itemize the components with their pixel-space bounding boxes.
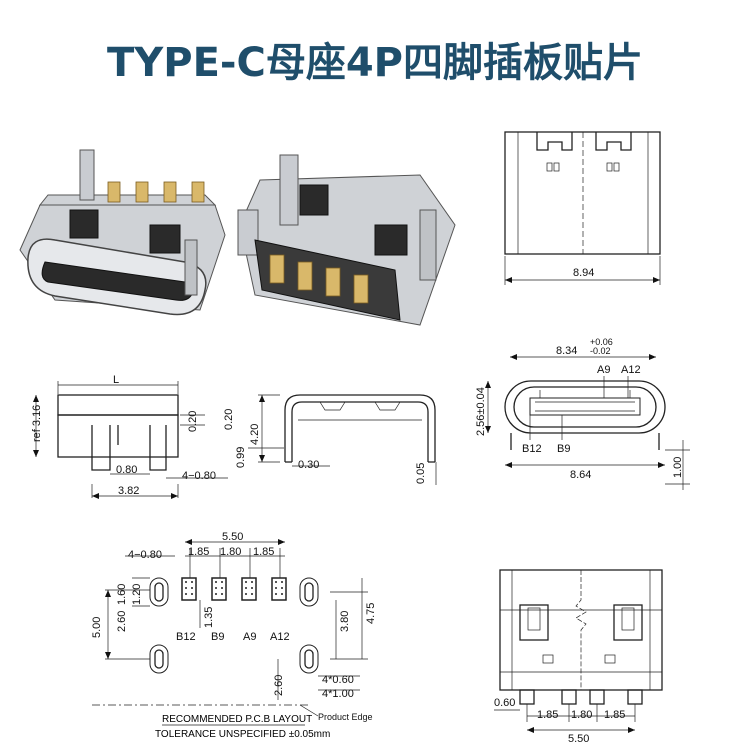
pcb-dim-5-00: 5.00	[91, 617, 103, 638]
pcb-dim-2-60b: 2.60	[273, 675, 285, 696]
pcb-dim-4-75: 4.75	[365, 603, 377, 624]
label-a9: A9	[597, 364, 610, 376]
side-view-drawing: L ref 3.16 0.20 0.80 4−0.80 3.82	[31, 374, 228, 499]
pcb-dim-4x0-80: 4−0.80	[128, 549, 162, 561]
dim-8-94: 8.94	[573, 267, 594, 279]
dim-4x0-80: 4−0.80	[182, 470, 216, 482]
top-view-drawing: 8.94	[504, 131, 661, 285]
pcb-dim-5-50: 5.50	[222, 531, 243, 543]
bottom-dim-5-50: 5.50	[568, 733, 589, 745]
pcb-label-b9: B9	[211, 631, 224, 643]
pcb-dim-1-35: 1.35	[203, 607, 215, 628]
pcb-layout-drawing: 5.50 4−0.80 1.85 1.80 1.85 B12 B9 A9 A12	[91, 531, 377, 740]
dim-0-30: 0.30	[298, 459, 319, 471]
dim-side-0-20: 0.20	[187, 411, 199, 432]
page-title: TYPE-C母座4P四脚插板贴片	[107, 40, 643, 86]
dim-tol-minus: -0.02	[590, 346, 611, 356]
dim-ref-3-16: ref 3.16	[31, 405, 43, 442]
pcb-dim-1-80: 1.80	[220, 546, 241, 558]
product-photo-angled	[237, 154, 456, 326]
product-edge-label: Product Edge	[318, 712, 373, 722]
dim-tol-plus: +0.06	[590, 337, 613, 347]
pcb-dim-3-80: 3.80	[339, 611, 351, 632]
pcb-label-b12: B12	[176, 631, 196, 643]
pcb-dim-1-85b: 1.85	[253, 546, 274, 558]
dim-3-82: 3.82	[118, 485, 139, 497]
pcb-label-a9: A9	[243, 631, 256, 643]
dim-8-34: 8.34	[556, 345, 577, 357]
bottom-dim-1-85b: 1.85	[604, 709, 625, 721]
pcb-dim-1-20: 1.20	[131, 584, 143, 605]
bottom-view-drawing: 0.60 1.85 1.80 1.85 5.50	[494, 569, 663, 745]
pcb-label-a12: A12	[270, 631, 290, 643]
caption-tolerance: TOLERANCE UNSPECIFIED ±0.05mm	[155, 729, 330, 740]
dim-l: L	[113, 374, 119, 386]
bottom-dim-1-85a: 1.85	[537, 709, 558, 721]
product-photo-front	[19, 149, 226, 316]
caption-recommended-layout: RECOMMENDED P.C.B LAYOUT	[162, 714, 312, 725]
pcb-dim-4x0-60: 4*0.60	[322, 674, 354, 686]
dim-8-64: 8.64	[570, 469, 591, 481]
dim-4-20: 4.20	[249, 424, 261, 445]
bottom-dim-1-80: 1.80	[571, 709, 592, 721]
pcb-dim-1-85a: 1.85	[188, 546, 209, 558]
dim-0-80: 0.80	[116, 464, 137, 476]
dim-lead-0-20: 0.20	[223, 409, 235, 430]
dim-2-56: 2.56±0.04	[475, 387, 487, 436]
dim-0-99: 0.99	[235, 447, 247, 468]
label-b9: B9	[557, 443, 570, 455]
label-b12: B12	[522, 443, 542, 455]
dim-0-05: 0.05	[415, 463, 427, 484]
pcb-dim-4x1-00: 4*1.00	[322, 688, 354, 700]
dim-1-00: 1.00	[672, 457, 684, 478]
bottom-dim-0-60: 0.60	[494, 697, 515, 709]
lead-view-drawing: 4.20 0.20 0.99 0.30 0.05	[223, 394, 437, 485]
front-view-drawing: 8.34 +0.06 -0.02 A9 A12 B12 B9 8.64 2.56…	[475, 337, 690, 490]
label-a12: A12	[621, 364, 641, 376]
pcb-dim-2-60: 2.60	[116, 611, 128, 632]
pcb-dim-1-60: 1.60	[116, 584, 128, 605]
